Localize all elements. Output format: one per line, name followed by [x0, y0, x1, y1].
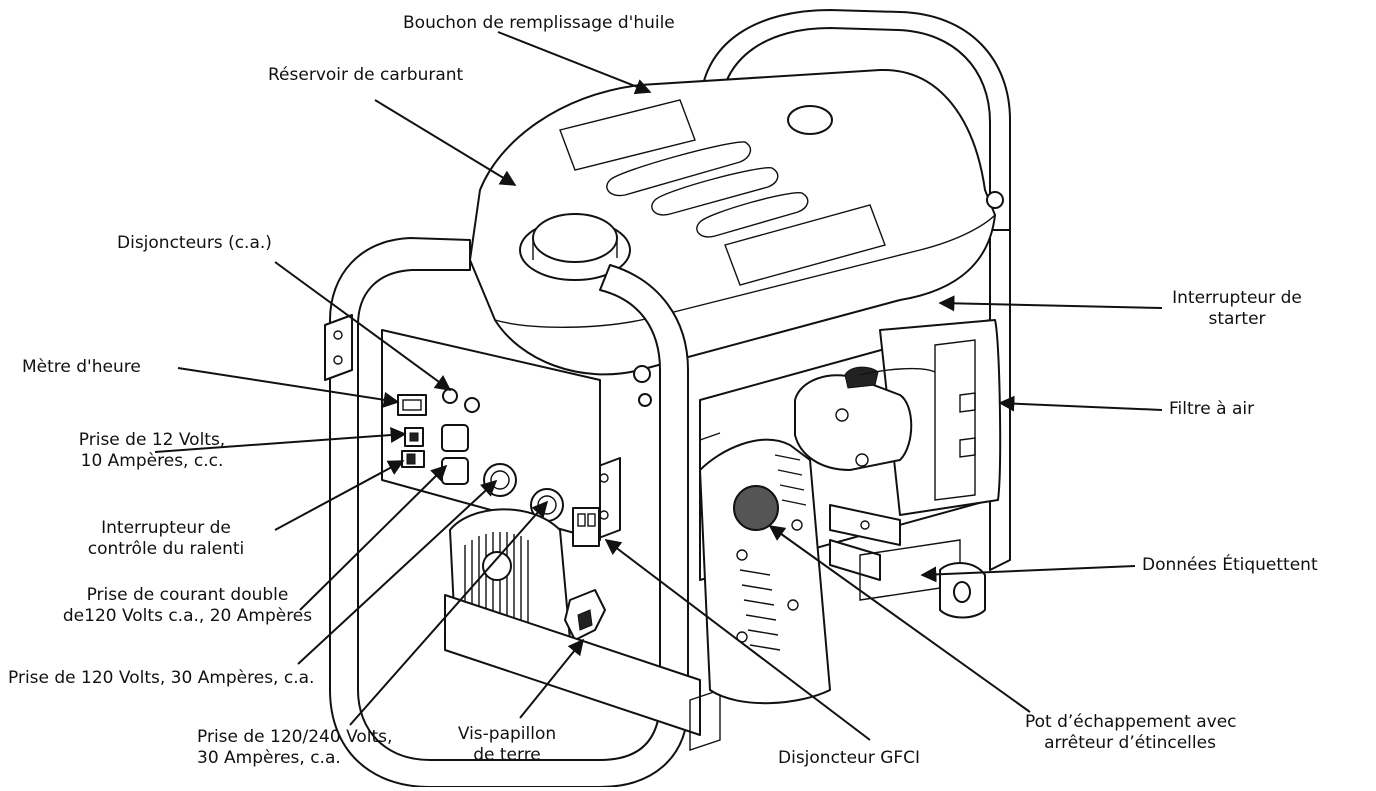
idle-switch-text-1: Interrupteur de — [101, 518, 231, 538]
label-outlet-120-30: Prise de 120 Volts, 30 Ampères, c.a. — [8, 668, 314, 689]
label-ground-screw: Vis-papillon de terre — [452, 724, 562, 766]
callout-lines — [154, 31, 1163, 741]
muffler-slots — [739, 454, 807, 651]
ground-screw-text-2: de terre — [473, 745, 541, 765]
label-duplex-outlet: Prise de courant double de120 Volts c.a.… — [40, 585, 335, 627]
label-gfci: Disjoncteur GFCI — [778, 748, 920, 769]
choke-switch-text-1: Interrupteur de — [1172, 288, 1302, 308]
outlet-120-240-text-1: Prise de 120/240 Volts, — [197, 727, 393, 747]
duplex-outlet-text-2: de120 Volts c.a., 20 Ampères — [62, 606, 313, 626]
label-outlet-120-240: Prise de 120/240 Volts, 30 Ampères, c.a. — [197, 727, 392, 769]
data-plate-text: Données Étiquettent — [1142, 555, 1318, 575]
gfci-text: Disjoncteur GFCI — [778, 748, 921, 768]
label-dc-outlet: Prise de 12 Volts, 10 Ampères, c.c. — [64, 430, 240, 472]
label-muffler: Pot d’échappement avec arrêteur d’étince… — [1025, 712, 1237, 754]
outlet-120-240-text-2: 30 Ampères, c.a. — [197, 748, 341, 768]
label-ac-breakers: Disjoncteurs (c.a.) — [117, 233, 272, 254]
dc-outlet-text-2: 10 Ampères, c.c. — [80, 451, 224, 471]
alternator-grille — [464, 532, 529, 640]
label-fuel-tank: Réservoir de carburant — [268, 65, 463, 86]
label-choke-switch: Interrupteur de starter — [1172, 288, 1302, 330]
ground-screw-text-1: Vis-papillon — [457, 724, 557, 744]
label-idle-switch: Interrupteur de contrôle du ralenti — [76, 518, 256, 560]
muffler-text-2: arrêteur d’étincelles — [1044, 733, 1216, 753]
label-oil-fill-cap: Bouchon de remplissage d'huile — [403, 13, 675, 34]
generator-drawing — [324, 9, 1011, 788]
hour-meter-text: Mètre d'heure — [22, 357, 141, 377]
muffler-text-1: Pot d’échappement avec — [1025, 712, 1237, 732]
air-filter-text: Filtre à air — [1169, 399, 1255, 419]
oil-fill-cap-text: Bouchon de remplissage d'huile — [403, 13, 675, 33]
label-air-filter: Filtre à air — [1169, 399, 1254, 420]
duplex-outlet-text-1: Prise de courant double — [86, 585, 289, 605]
fuel-tank-text: Réservoir de carburant — [268, 65, 464, 85]
dc-outlet-text-1: Prise de 12 Volts, — [78, 430, 226, 450]
ac-breakers-text: Disjoncteurs (c.a.) — [117, 233, 272, 253]
choke-switch-text-2: starter — [1208, 309, 1266, 329]
label-hour-meter: Mètre d'heure — [22, 357, 141, 378]
label-data-plate: Données Étiquettent — [1142, 555, 1318, 576]
outlet-120-30-text: Prise de 120 Volts, 30 Ampères, c.a. — [8, 668, 315, 688]
idle-switch-text-2: contrôle du ralenti — [87, 539, 245, 559]
